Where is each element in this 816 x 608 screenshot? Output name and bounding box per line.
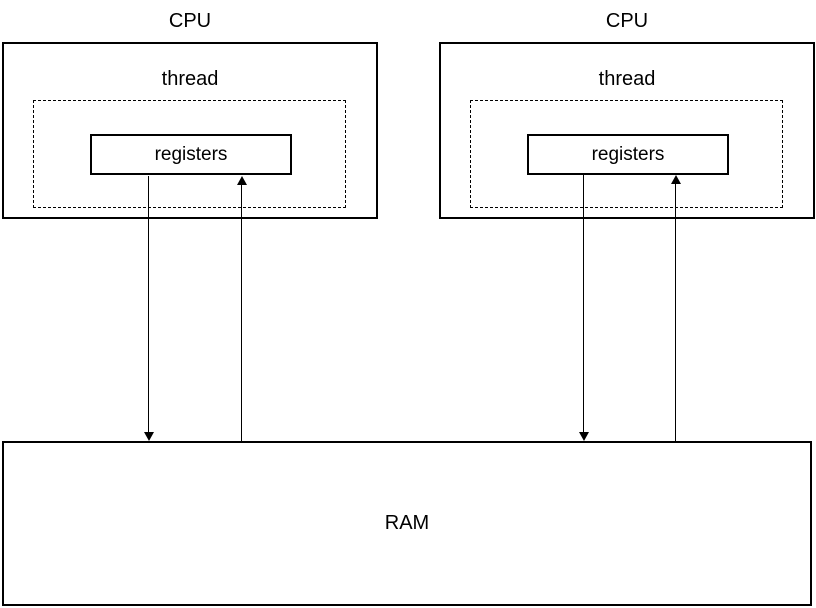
arrow-cpu1-read-line xyxy=(241,185,242,441)
thread-label: thread xyxy=(161,68,219,90)
thread-dashed-box xyxy=(470,100,783,208)
cpu-label: CPU xyxy=(168,10,212,32)
arrow-cpu2-write-line xyxy=(583,175,584,432)
cpu-unit-1: CPU thread registers xyxy=(2,8,378,219)
arrow-cpu2-write-head-icon xyxy=(579,432,589,441)
arrow-cpu1-write-head-icon xyxy=(144,432,154,441)
ram-box: RAM xyxy=(2,441,812,606)
arrow-cpu2-read-head-icon xyxy=(671,175,681,184)
cpu-box: thread registers xyxy=(439,42,815,219)
thread-dashed-box xyxy=(33,100,346,208)
thread-label: thread xyxy=(598,68,656,90)
arrow-cpu2-read-line xyxy=(675,184,676,441)
registers-label: registers xyxy=(591,143,665,165)
ram-label: RAM xyxy=(384,512,430,534)
cpu-unit-2: CPU thread registers xyxy=(439,8,815,219)
registers-box: registers xyxy=(527,134,729,175)
registers-box: registers xyxy=(90,134,292,175)
arrow-cpu1-read-head-icon xyxy=(237,176,247,185)
registers-label: registers xyxy=(154,143,228,165)
arrow-cpu1-write-line xyxy=(148,176,149,432)
cpu-label: CPU xyxy=(605,10,649,32)
cpu-box: thread registers xyxy=(2,42,378,219)
